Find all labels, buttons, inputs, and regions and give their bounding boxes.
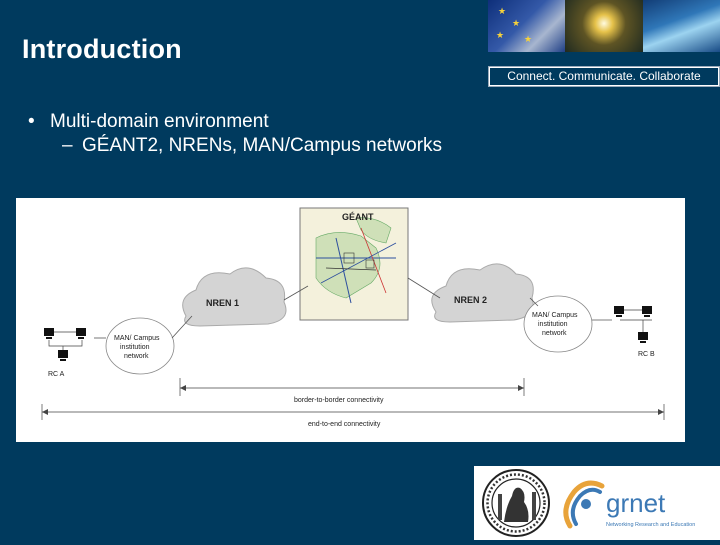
sub-bullet-item: – GÉANT2, NRENs, MAN/Campus networks xyxy=(28,134,442,158)
grnet-logo-icon xyxy=(563,480,605,529)
campus-b-line1: MAN/ Campus xyxy=(532,312,578,319)
geant-map: GÉANT xyxy=(299,207,409,321)
geant-label: GÉANT xyxy=(342,212,374,222)
eu-flag-image: ★ ★ ★ ★ xyxy=(488,0,566,52)
nren1-label: NREN 1 xyxy=(206,298,239,308)
e2e-label: end-to-end connectivity xyxy=(308,421,381,428)
end-to-end-arrow: end-to-end connectivity xyxy=(41,404,665,428)
rc-a-label: RC A xyxy=(48,371,65,378)
rc-b-computers: RC B xyxy=(614,306,655,358)
light-burst-image xyxy=(565,0,643,52)
rc-a-computers: RC A xyxy=(44,328,86,378)
dash-symbol: – xyxy=(62,135,73,156)
connection-lines xyxy=(94,277,612,339)
logos-panel: grnet Networking Research and Education xyxy=(474,466,720,540)
sub-bullet-text: GÉANT2, NRENs, MAN/Campus networks xyxy=(82,135,443,156)
campus-a-line2: institution xyxy=(120,344,150,351)
campus-network-a: MAN/ Campus institution network xyxy=(105,317,175,375)
bullet-symbol: • xyxy=(28,111,35,132)
campus-b-line3: network xyxy=(542,330,567,337)
rc-b-label: RC B xyxy=(638,351,655,358)
nren2-cloud: NREN 2 xyxy=(431,263,534,323)
grnet-wordmark: grnet xyxy=(606,488,666,518)
university-seal-icon xyxy=(482,469,550,537)
slide-title: Introduction xyxy=(22,34,182,64)
network-diagram: GÉANT NREN 1 NREN 2 MAN/ Campus institut… xyxy=(16,198,685,442)
tagline: Connect. Communicate. Collaborate xyxy=(490,68,718,85)
nren2-label: NREN 2 xyxy=(454,295,487,305)
border-label: border-to-border connectivity xyxy=(294,397,384,404)
campus-b-line2: institution xyxy=(538,321,568,328)
border-to-border-arrow: border-to-border connectivity xyxy=(179,378,525,404)
diagram-svg: GÉANT NREN 1 NREN 2 MAN/ Campus institut… xyxy=(41,207,665,428)
nren1-cloud: NREN 1 xyxy=(182,267,287,327)
grnet-subtitle: Networking Research and Education xyxy=(606,522,695,528)
bullet-list: • Multi-domain environment – GÉANT2, NRE… xyxy=(28,110,442,158)
bullet-item: • Multi-domain environment xyxy=(28,110,442,134)
logos-svg: grnet Networking Research and Education xyxy=(482,469,695,537)
campus-network-b: MAN/ Campus institution network xyxy=(523,295,593,353)
header-banner-images: ★ ★ ★ ★ xyxy=(488,0,720,52)
campus-a-line3: network xyxy=(124,353,149,360)
network-map-image xyxy=(642,0,720,52)
campus-a-line1: MAN/ Campus xyxy=(114,335,160,342)
bullet-text: Multi-domain environment xyxy=(50,111,269,132)
